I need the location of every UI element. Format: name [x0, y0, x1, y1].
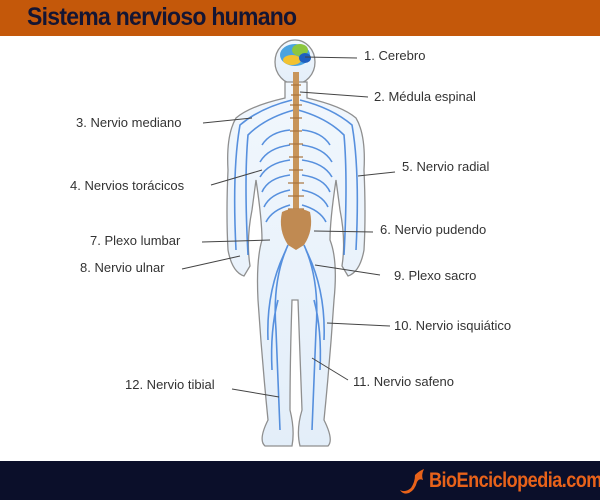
brand-name: BioEnciclopedia.com: [429, 469, 600, 492]
spine-icon: [280, 72, 312, 250]
title-bar: Sistema nervioso humano: [0, 0, 600, 36]
label-nervio-radial: 5. Nervio radial: [402, 159, 490, 174]
fox-logo-icon: [400, 469, 424, 494]
brain-icon: [280, 44, 311, 66]
label-nervio-pudendo: 6. Nervio pudendo: [380, 222, 487, 237]
label-plexo-lumbar: 7. Plexo lumbar: [90, 233, 181, 248]
label-plexo-sacro: 9. Plexo sacro: [394, 268, 477, 283]
label-nervio-tibial: 12. Nervio tibial: [125, 377, 215, 392]
label-nervio-isquiatico: 10. Nervio isquiático: [394, 318, 512, 333]
brand-link[interactable]: BioEnciclopedia.com: [397, 466, 600, 496]
body-illustration: [181, 39, 396, 447]
label-nervio-safeno: 11. Nervio safeno: [353, 374, 454, 389]
nerve-network: [233, 99, 359, 431]
footer-bar: BioEnciclopedia.com: [0, 461, 600, 500]
leader-lines: [181, 56, 396, 398]
label-nervios-toracicos: 4. Nervios torácicos: [70, 178, 185, 193]
label-cerebro: 1. Cerebro: [364, 48, 426, 63]
label-nervio-ulnar: 8. Nervio ulnar: [80, 260, 165, 275]
label-nervio-mediano: 3. Nervio mediano: [76, 115, 182, 130]
label-medula-espinal: 2. Médula espinal: [374, 89, 476, 104]
page-title: Sistema nervioso humano: [27, 3, 297, 31]
diagram-area: 1. Cerebro 2. Médula espinal 3. Nervio m…: [0, 36, 600, 461]
